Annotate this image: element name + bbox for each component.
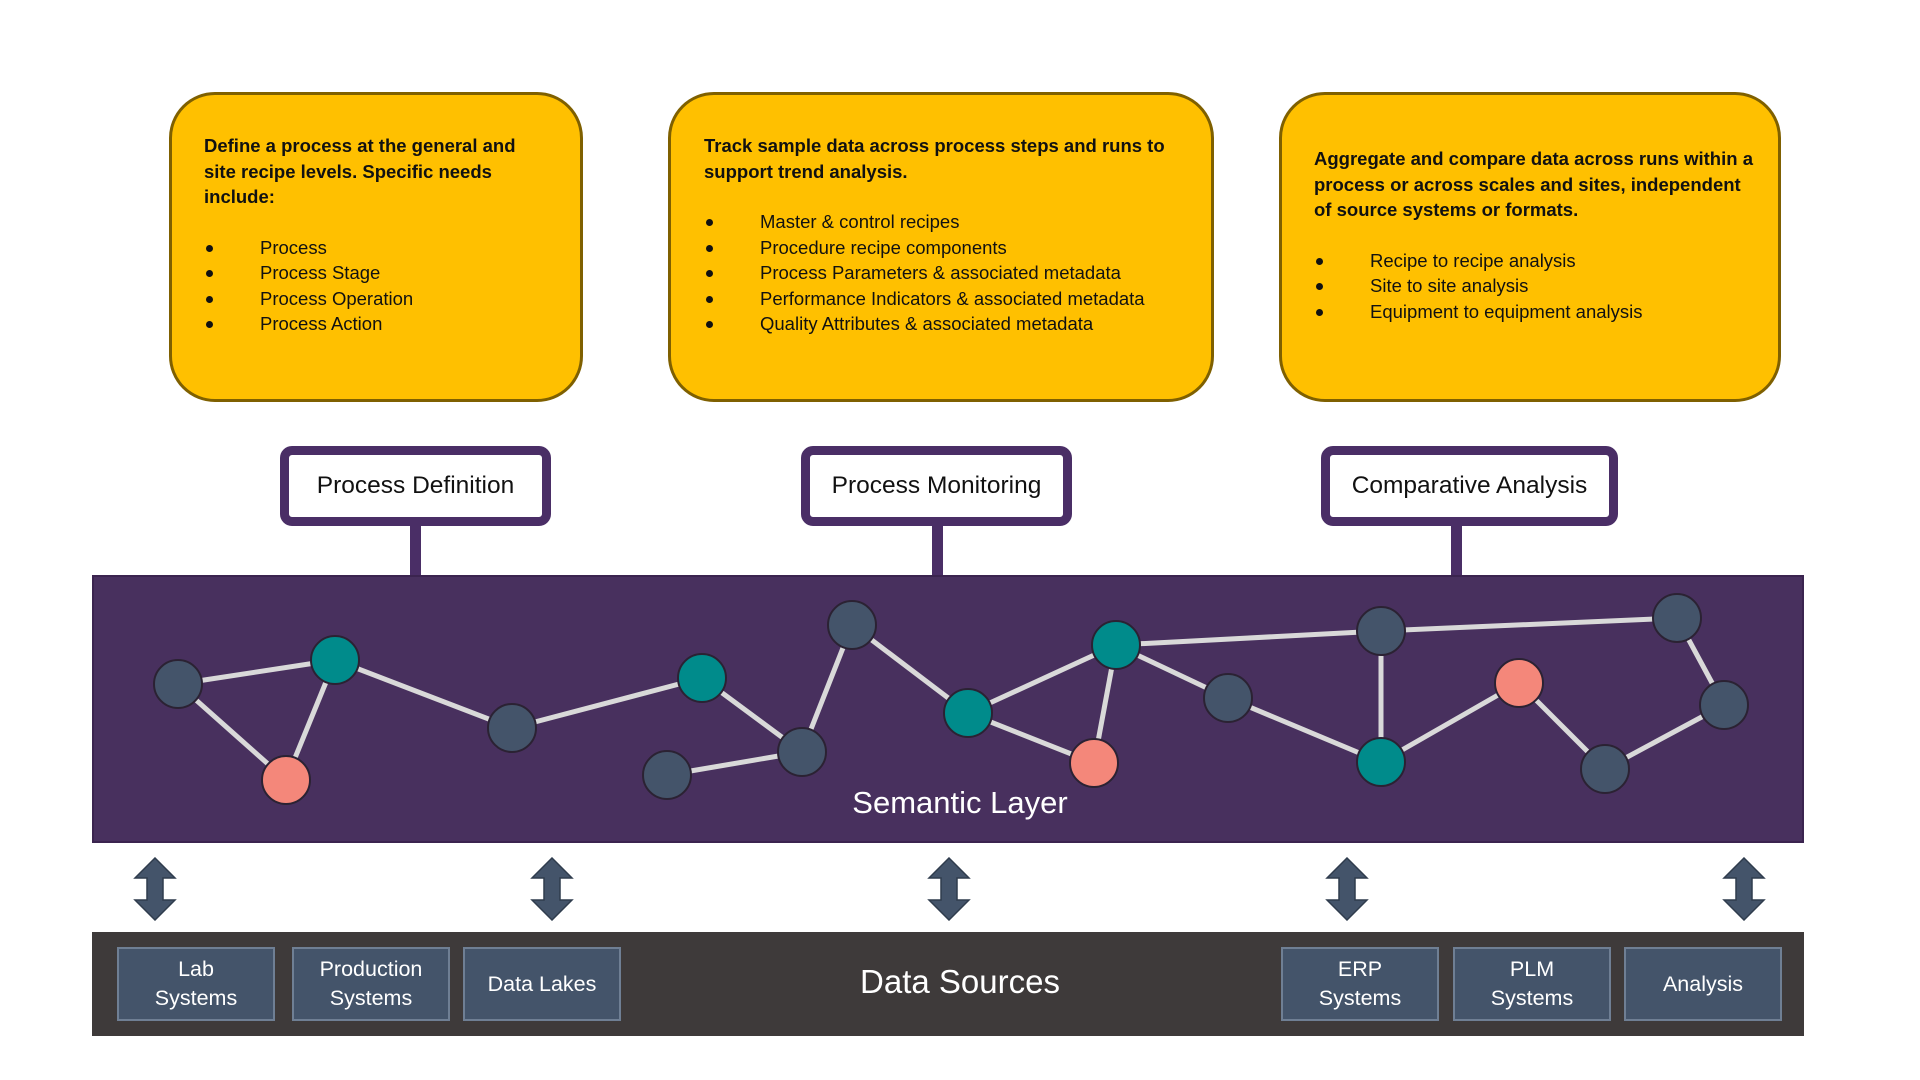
- knowledge-graph: [153, 593, 1749, 805]
- graph-edge: [177, 657, 336, 687]
- source-label: Production Systems: [319, 957, 423, 1010]
- connector-stem: [1451, 524, 1462, 577]
- list-item: Process Parameters & associated metadata: [704, 260, 1191, 286]
- graph-edge: [1115, 628, 1382, 648]
- card-comparative-analysis: Aggregate and compare data across runs w…: [1279, 92, 1781, 402]
- card-title: Track sample data across process steps a…: [704, 135, 1165, 182]
- source-plm-systems: PLM Systems: [1453, 947, 1611, 1021]
- graph-edge: [1379, 680, 1521, 765]
- bidirectional-arrow-icon: [1325, 857, 1369, 921]
- card-process-monitoring: Track sample data across process steps a…: [668, 92, 1214, 402]
- graph-node: [153, 659, 203, 709]
- graph-node: [261, 755, 311, 805]
- graph-node: [487, 703, 537, 753]
- list-item: Master & control recipes: [704, 209, 1191, 235]
- card-bullet-list: Master & control recipes Procedure recip…: [704, 209, 1191, 337]
- card-bullet-list: Process Process Stage Process Operation …: [204, 235, 552, 337]
- source-production-systems: Production Systems: [292, 947, 450, 1021]
- list-item: Performance Indicators & associated meta…: [704, 286, 1191, 312]
- list-item: Process: [204, 235, 552, 261]
- list-item: Quality Attributes & associated metadata: [704, 311, 1191, 337]
- graph-node: [1356, 606, 1406, 656]
- source-label: Analysis: [1662, 971, 1744, 996]
- source-data-lakes: Data Lakes: [463, 947, 621, 1021]
- capability-process-monitoring: Process Monitoring: [801, 446, 1072, 526]
- list-item: Recipe to recipe analysis: [1314, 248, 1758, 274]
- graph-edge: [511, 675, 703, 731]
- source-analysis: Analysis: [1624, 947, 1782, 1021]
- graph-node: [1580, 744, 1630, 794]
- graph-node: [777, 727, 827, 777]
- list-item: Site to site analysis: [1314, 273, 1758, 299]
- list-item: Procedure recipe components: [704, 235, 1191, 261]
- source-label: ERP Systems: [1318, 957, 1402, 1010]
- graph-node: [1203, 673, 1253, 723]
- capability-process-definition: Process Definition: [280, 446, 551, 526]
- bidirectional-arrow-icon: [927, 857, 971, 921]
- list-item: Process Stage: [204, 260, 552, 286]
- card-title: Define a process at the general and site…: [204, 135, 516, 207]
- card-title: Aggregate and compare data across runs w…: [1314, 148, 1753, 220]
- list-item: Equipment to equipment analysis: [1314, 299, 1758, 325]
- bidirectional-arrow-icon: [133, 857, 177, 921]
- graph-node: [943, 688, 993, 738]
- capability-label: Comparative Analysis: [1351, 472, 1588, 499]
- bidirectional-arrow-icon: [530, 857, 574, 921]
- capability-label: Process Definition: [316, 472, 515, 499]
- data-sources-label: Data Sources: [860, 963, 1060, 1000]
- graph-edge: [1380, 615, 1678, 634]
- source-label: PLM Systems: [1490, 957, 1574, 1010]
- connector-stem: [410, 524, 421, 577]
- graph-node: [310, 635, 360, 685]
- list-item: Process Action: [204, 311, 552, 337]
- graph-node: [1069, 738, 1119, 788]
- source-lab-systems: Lab Systems: [117, 947, 275, 1021]
- graph-node: [1494, 658, 1544, 708]
- semantic-layer-label: Semantic Layer: [852, 785, 1068, 820]
- graph-node: [827, 600, 877, 650]
- connector-stem: [932, 524, 943, 577]
- graph-node: [1652, 593, 1702, 643]
- list-item: Process Operation: [204, 286, 552, 312]
- graph-node: [1356, 737, 1406, 787]
- source-label: Data Lakes: [487, 971, 597, 996]
- graph-edge: [334, 657, 513, 731]
- source-erp-systems: ERP Systems: [1281, 947, 1439, 1021]
- graph-node: [1091, 620, 1141, 670]
- graph-node: [677, 653, 727, 703]
- card-bullet-list: Recipe to recipe analysis Site to site a…: [1314, 248, 1758, 325]
- capability-label: Process Monitoring: [831, 472, 1042, 499]
- source-label: Lab Systems: [154, 957, 238, 1010]
- card-process-definition: Define a process at the general and site…: [169, 92, 583, 402]
- graph-edge: [1227, 695, 1382, 765]
- graph-node: [642, 750, 692, 800]
- graph-node: [1699, 680, 1749, 730]
- bidirectional-arrow-icon: [1722, 857, 1766, 921]
- graph-edge: [966, 642, 1118, 716]
- capability-comparative-analysis: Comparative Analysis: [1321, 446, 1618, 526]
